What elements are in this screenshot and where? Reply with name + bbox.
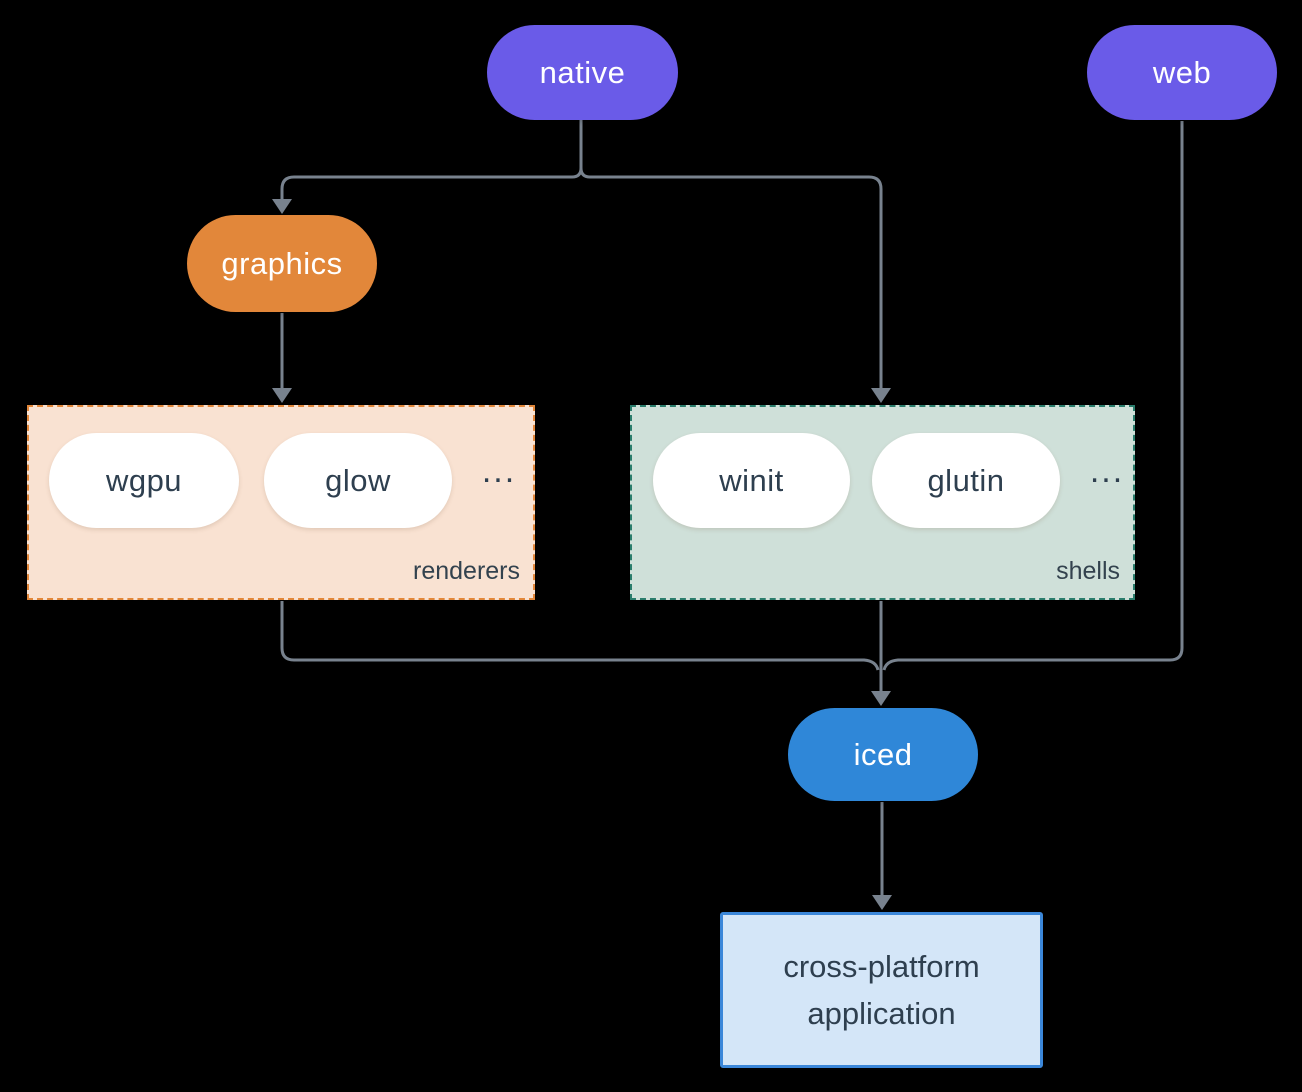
arrowhead-graphics (272, 199, 292, 214)
node-cross-platform-application: cross-platform application (720, 912, 1043, 1068)
node-wgpu-label: wgpu (105, 462, 183, 498)
arrowhead-app (872, 895, 892, 910)
group-shells: winit glutin ... shells (630, 405, 1135, 600)
node-winit-label: winit (719, 462, 784, 498)
node-glow-label: glow (325, 462, 391, 498)
node-glutin: glutin (872, 433, 1060, 528)
group-renderers: wgpu glow ... renderers (27, 405, 535, 600)
node-native: native (487, 25, 678, 120)
node-winit: winit (653, 433, 850, 528)
edge-native-shells (579, 120, 883, 388)
node-web-label: web (1152, 54, 1212, 90)
shells-group-label: shells (1056, 557, 1120, 585)
node-glow: glow (264, 433, 452, 528)
shells-ellipsis: ... (1089, 452, 1125, 490)
node-graphics-label: graphics (221, 245, 343, 281)
node-graphics: graphics (187, 215, 377, 312)
node-glutin-label: glutin (927, 462, 1005, 498)
arrowhead-shells (871, 388, 891, 403)
app-label-line2: application (807, 996, 956, 1031)
renderers-group-label: renderers (413, 557, 520, 585)
node-native-label: native (539, 54, 626, 90)
node-wgpu: wgpu (49, 433, 239, 528)
arrowhead-renderers (272, 388, 292, 403)
edge-web-iced (882, 121, 1184, 671)
node-web: web (1087, 25, 1277, 120)
arrowhead-iced (871, 691, 891, 706)
renderers-ellipsis: ... (481, 452, 517, 490)
node-iced-label: iced (853, 736, 913, 772)
edge-renderers-iced (280, 601, 880, 671)
app-label-line1: cross-platform (783, 949, 980, 984)
node-iced: iced (788, 708, 978, 801)
edge-native-graphics (280, 120, 583, 199)
